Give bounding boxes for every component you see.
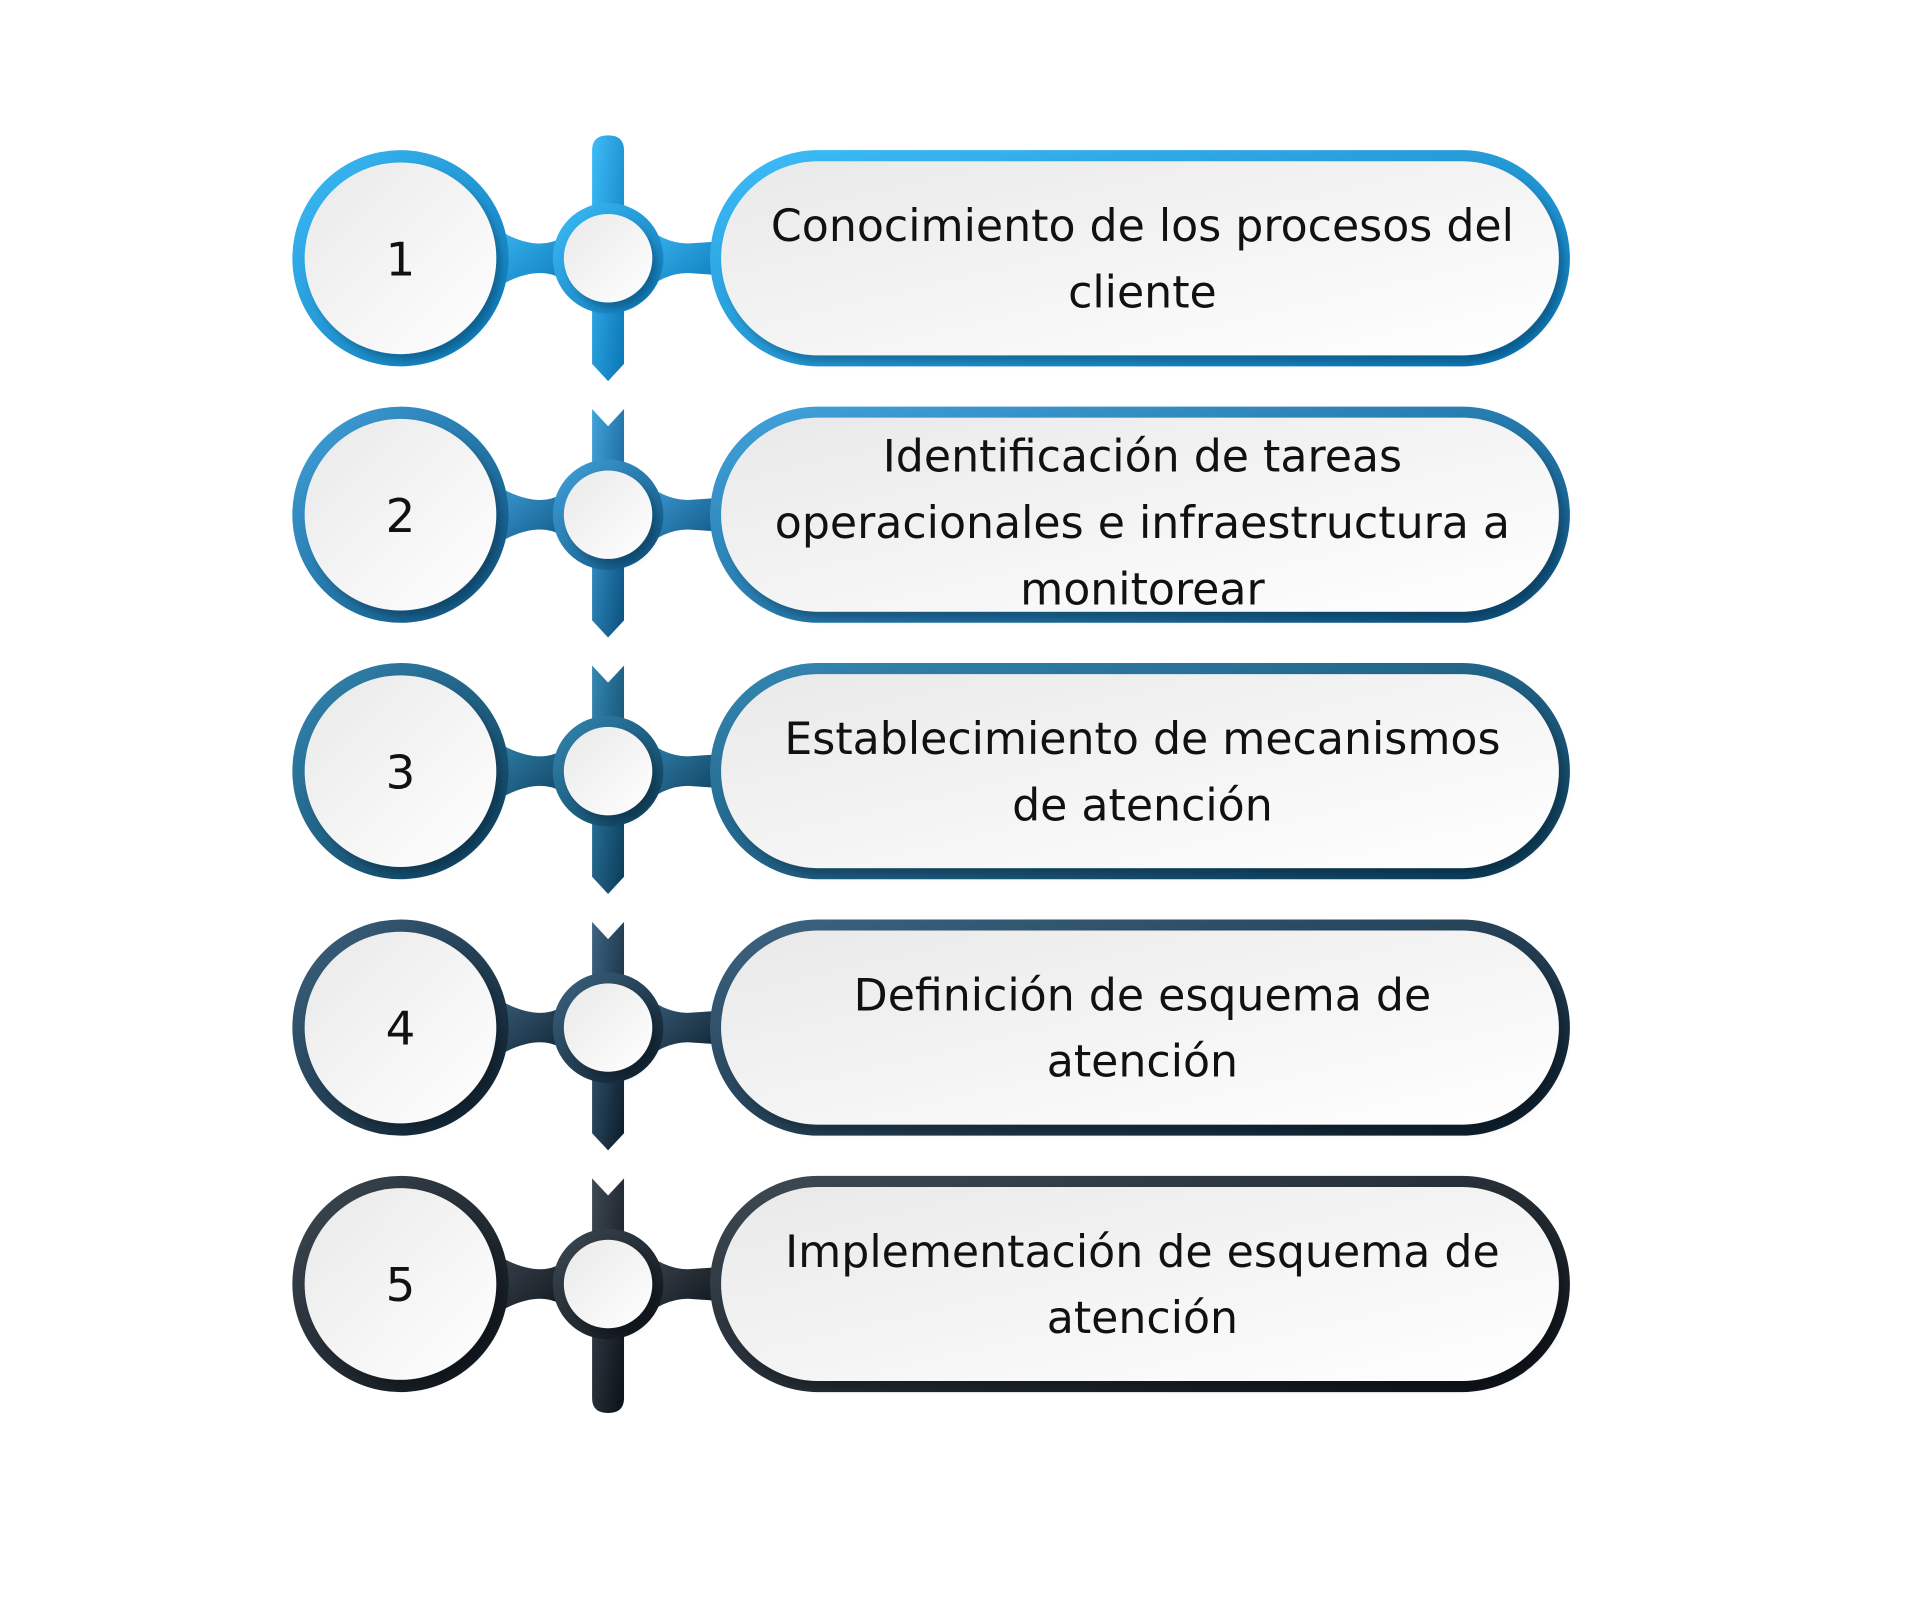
step-label-line: Identificación de tareas xyxy=(883,432,1402,483)
label-pill xyxy=(721,1186,1559,1382)
step-2: 2 Identificación de tareas operacionales e… xyxy=(292,406,1570,638)
label-pill xyxy=(721,161,1559,356)
label-pill xyxy=(721,417,1559,612)
step-number: 3 xyxy=(386,746,416,800)
number-circle xyxy=(304,931,497,1124)
step-3: 3 Establecimiento de mecanismos de atenció… xyxy=(292,663,1570,894)
number-circle xyxy=(304,1188,497,1380)
step-label-line: cliente xyxy=(1068,267,1217,318)
node-circle xyxy=(563,726,653,816)
connector xyxy=(638,477,725,552)
connector xyxy=(485,1247,578,1321)
step-5: 5 Implementación de esquema de atención xyxy=(292,1175,1570,1413)
step-number: 4 xyxy=(386,1003,416,1057)
step-number: 1 xyxy=(386,233,416,287)
step-label-line: Conocimiento de los procesos del xyxy=(771,201,1514,252)
number-circle xyxy=(304,418,497,611)
node-circle xyxy=(563,470,653,559)
connector xyxy=(485,221,578,296)
step-1: 1 Conocimiento de los procesos del cliente xyxy=(292,135,1570,382)
step-label-line: Implementación de esquema de xyxy=(785,1227,1500,1278)
step-label-line: atención xyxy=(1047,1037,1238,1088)
node-circle xyxy=(563,214,653,303)
number-circle xyxy=(304,162,497,355)
connector xyxy=(485,477,578,552)
step-label-line: de atención xyxy=(1012,780,1273,831)
step-label-line: Establecimiento de mecanismos xyxy=(784,714,1500,765)
number-circle xyxy=(304,675,497,867)
step-label-line: monitorear xyxy=(1020,564,1265,615)
connector xyxy=(638,221,725,296)
connector xyxy=(638,990,725,1065)
connector xyxy=(638,1247,725,1321)
step-number: 5 xyxy=(386,1259,416,1313)
step-number: 2 xyxy=(386,490,416,544)
label-pill xyxy=(721,674,1559,869)
node-circle xyxy=(563,983,653,1072)
step-4: 4 Definición de esquema de atención xyxy=(292,919,1570,1151)
connector xyxy=(485,734,578,808)
step-label-line: atención xyxy=(1047,1293,1238,1344)
node-circle xyxy=(563,1239,653,1329)
connector xyxy=(485,990,578,1065)
label-pill xyxy=(721,930,1559,1125)
step-label-line: Definición de esquema de xyxy=(854,970,1432,1021)
step-label-line: operacionales e infraestructura a xyxy=(775,498,1510,549)
connector xyxy=(638,734,725,808)
